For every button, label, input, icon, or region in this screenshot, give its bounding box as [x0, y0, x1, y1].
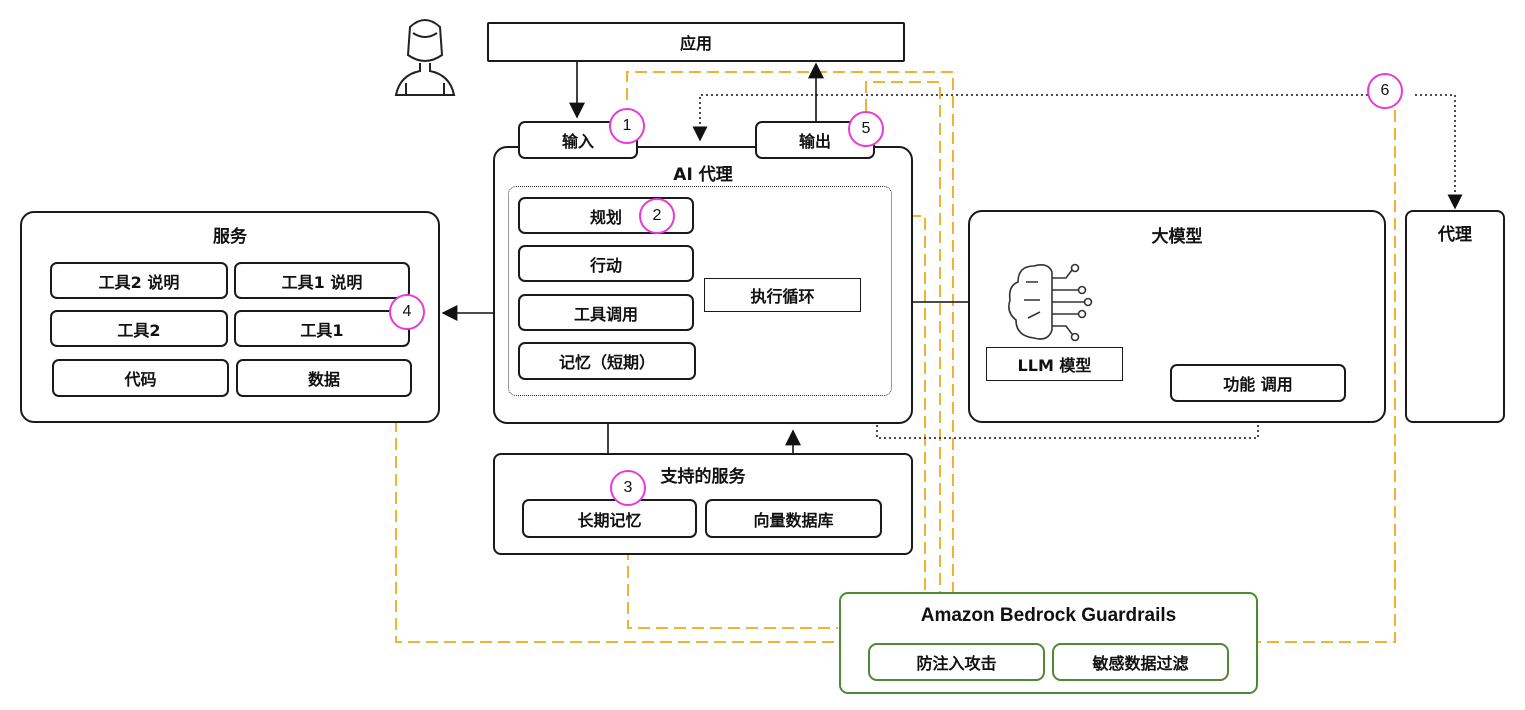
short-memory-box: 记忆（短期）	[518, 342, 696, 380]
tool2-box: 工具2	[50, 310, 228, 347]
llm-model-label: LLM 模型	[1017, 356, 1092, 375]
app-label: 应用	[679, 34, 712, 53]
long-memory-box: 长期记忆	[522, 499, 697, 538]
vector-db-box: 向量数据库	[705, 499, 882, 538]
step-badge-5: 5	[848, 111, 884, 147]
short-memory-label: 记忆（短期）	[558, 353, 655, 372]
exec-loop-label: 执行循环	[750, 287, 815, 306]
function-call-label: 功能 调用	[1223, 375, 1293, 394]
tool1-desc-box: 工具1 说明	[234, 262, 410, 299]
data-label: 数据	[307, 370, 340, 389]
sensitive-filter-label: 敏感数据过滤	[1092, 654, 1189, 673]
tool1-label: 工具1	[300, 320, 344, 340]
step-badge-6: 6	[1367, 73, 1403, 109]
step-badge-2: 2	[639, 198, 675, 234]
input-label: 输入	[561, 132, 594, 151]
guardrails-title: Amazon Bedrock Guardrails	[920, 605, 1177, 626]
brain-icon	[1008, 263, 1093, 342]
long-memory-label: 长期记忆	[577, 510, 642, 530]
vector-db-label: 向量数据库	[753, 510, 834, 530]
plan-label: 规划	[589, 207, 622, 227]
step-badge-3: 3	[610, 470, 646, 506]
llm-model-box: LLM 模型	[986, 347, 1123, 381]
llm-title: 大模型	[1151, 227, 1203, 247]
agent-inner-loop	[508, 186, 892, 396]
tool-call-box: 工具调用	[518, 294, 694, 331]
tool2-desc-box: 工具2 说明	[50, 262, 228, 299]
sensitive-filter-box: 敏感数据过滤	[1052, 643, 1229, 681]
user-icon	[394, 19, 456, 96]
tool2-label: 工具2	[117, 320, 161, 340]
prompt-attack-box: 防注入攻击	[868, 643, 1045, 681]
exec-loop-box: 执行循环	[704, 278, 861, 312]
other-agent-title: 代理	[1438, 225, 1472, 245]
function-call-box: 功能 调用	[1170, 364, 1346, 402]
action-box: 行动	[518, 245, 694, 282]
code-box: 代码	[52, 359, 229, 397]
tool1-desc-label: 工具1 说明	[281, 272, 363, 292]
step-badge-1: 1	[609, 108, 645, 144]
step-badge-4: 4	[389, 294, 425, 330]
prompt-attack-label: 防注入攻击	[916, 654, 997, 673]
services-title: 服务	[213, 227, 247, 247]
data-box: 数据	[236, 359, 412, 397]
tool1-box: 工具1	[234, 310, 410, 347]
other-agent-panel	[1405, 210, 1505, 423]
supporting-services-title: 支持的服务	[660, 467, 746, 487]
code-label: 代码	[124, 370, 157, 389]
app-box: 应用	[487, 22, 905, 62]
ai-agent-title: AI 代理	[673, 165, 733, 185]
output-label: 输出	[798, 132, 831, 151]
tool-call-label: 工具调用	[573, 304, 638, 324]
dotted-links	[692, 94, 1463, 439]
action-label: 行动	[589, 255, 622, 275]
tool2-desc-label: 工具2 说明	[98, 272, 180, 292]
